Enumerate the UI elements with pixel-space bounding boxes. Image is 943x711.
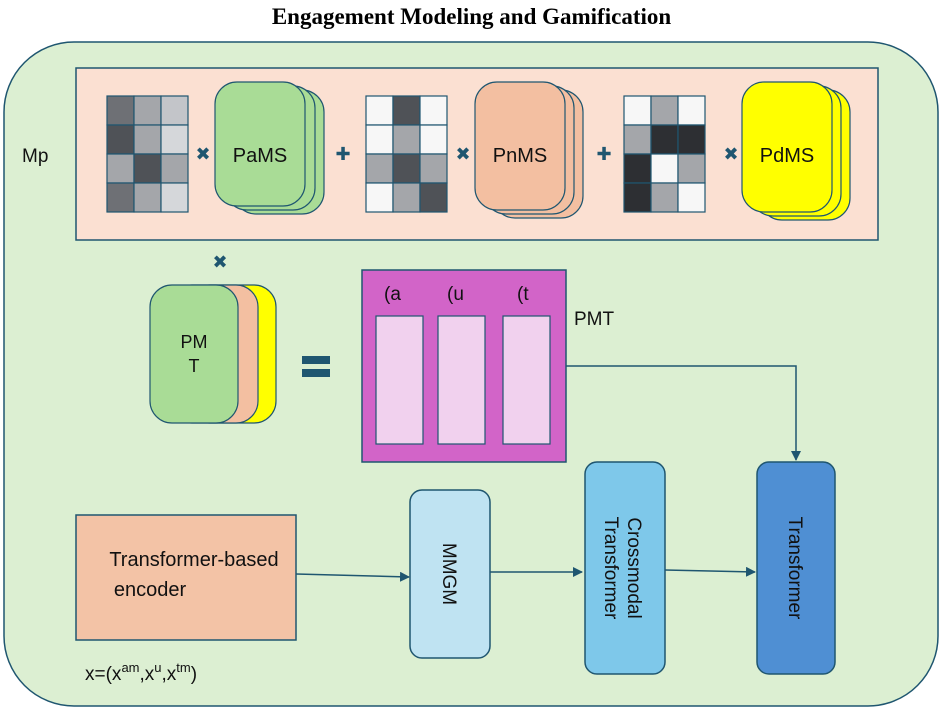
matrix-cell bbox=[623, 182, 652, 213]
pmt-stack-label-line1: PM bbox=[181, 332, 208, 352]
multiply-icon: ✖ bbox=[723, 144, 738, 164]
crossmodal-transformer-box bbox=[584, 461, 666, 675]
matrix-cell bbox=[419, 124, 448, 155]
matrix-cell bbox=[365, 124, 394, 155]
encoder-label-line2: encoder bbox=[114, 579, 187, 601]
mp-label: Mp bbox=[22, 146, 48, 167]
matrix-cell bbox=[677, 182, 706, 213]
matrix-cell bbox=[623, 95, 652, 126]
matrix-cell bbox=[677, 95, 706, 126]
pmt-col-label-t: (t bbox=[517, 284, 529, 305]
multiply-icon: ✖ bbox=[212, 252, 227, 272]
matrix-3 bbox=[623, 95, 706, 213]
matrix-cell bbox=[106, 153, 135, 184]
diagram-title: Engagement Modeling and Gamification bbox=[271, 4, 672, 29]
matrix-cell bbox=[392, 182, 421, 213]
matrix-cell bbox=[419, 182, 448, 213]
matrix-cell bbox=[106, 124, 135, 155]
transformer-box bbox=[756, 461, 836, 675]
matrix-cell bbox=[133, 153, 162, 184]
matrix-cell bbox=[133, 124, 162, 155]
input-formula: x=(xam,xu,xtm) bbox=[85, 660, 197, 685]
matrix-cell bbox=[160, 95, 189, 126]
matrix-cell bbox=[160, 182, 189, 213]
matrix-1 bbox=[106, 95, 189, 213]
encoder-box bbox=[75, 514, 297, 641]
matrix-cell bbox=[365, 95, 394, 126]
matrix-cell bbox=[650, 182, 679, 213]
matrix-cell bbox=[133, 95, 162, 126]
matrix-cell bbox=[392, 95, 421, 126]
transformer-label: Transformer bbox=[784, 517, 805, 620]
matrix-cell bbox=[392, 153, 421, 184]
matrix-cell bbox=[365, 153, 394, 184]
matrix-cell bbox=[365, 182, 394, 213]
pdms-label: PdMS bbox=[760, 145, 814, 167]
matrix-cell bbox=[106, 182, 135, 213]
pmt-to-transformer-arrow bbox=[566, 365, 801, 461]
multiply-icon: ✖ bbox=[195, 144, 210, 164]
pmt-stack: PM T bbox=[149, 284, 277, 424]
pnms-stack: PnMS bbox=[474, 81, 584, 219]
mmgm-box bbox=[409, 489, 491, 659]
matrix-cell bbox=[106, 95, 135, 126]
matrix-cell bbox=[623, 153, 652, 184]
pmt-column-t bbox=[502, 315, 551, 445]
matrix-2 bbox=[365, 95, 448, 213]
crossmodal-label-line1: Crossmodal bbox=[623, 517, 644, 618]
pams-stack: PaMS bbox=[214, 81, 325, 215]
matrix-cell bbox=[392, 124, 421, 155]
matrix-cell bbox=[623, 124, 652, 155]
pmt-column-a bbox=[375, 315, 424, 445]
crossmodal-label-line2: Transformer bbox=[600, 517, 621, 620]
matrix-cell bbox=[677, 153, 706, 184]
crossmodal-to-transformer-arrow bbox=[664, 566, 756, 577]
pams-label: PaMS bbox=[233, 145, 287, 167]
pmt-column-u bbox=[437, 315, 486, 445]
plus-icon: ✚ bbox=[596, 144, 611, 164]
mmgm-label: MMGM bbox=[438, 543, 459, 605]
matrix-cell bbox=[419, 153, 448, 184]
equals-icon bbox=[302, 369, 330, 377]
matrix-cell bbox=[160, 153, 189, 184]
matrix-cell bbox=[160, 124, 189, 155]
pmt-col-label-a: (a bbox=[384, 284, 401, 305]
pnms-label: PnMS bbox=[493, 145, 547, 167]
pmt-stack-label-line2: T bbox=[189, 356, 200, 376]
matrix-cell bbox=[419, 95, 448, 126]
matrix-cell bbox=[650, 153, 679, 184]
pmt-label: PMT bbox=[574, 309, 615, 330]
encoder-label-line1: Transformer-based bbox=[109, 549, 278, 571]
matrix-cell bbox=[650, 95, 679, 126]
pmt-col-label-u: (u bbox=[447, 284, 464, 305]
pdms-stack: PdMS bbox=[741, 81, 851, 221]
multiply-icon: ✖ bbox=[455, 144, 470, 164]
matrix-cell bbox=[677, 124, 706, 155]
equals-icon bbox=[302, 356, 330, 364]
encoder-to-mmgm-arrow bbox=[295, 571, 410, 582]
plus-icon: ✚ bbox=[335, 144, 350, 164]
matrix-cell bbox=[650, 124, 679, 155]
matrix-cell bbox=[133, 182, 162, 213]
